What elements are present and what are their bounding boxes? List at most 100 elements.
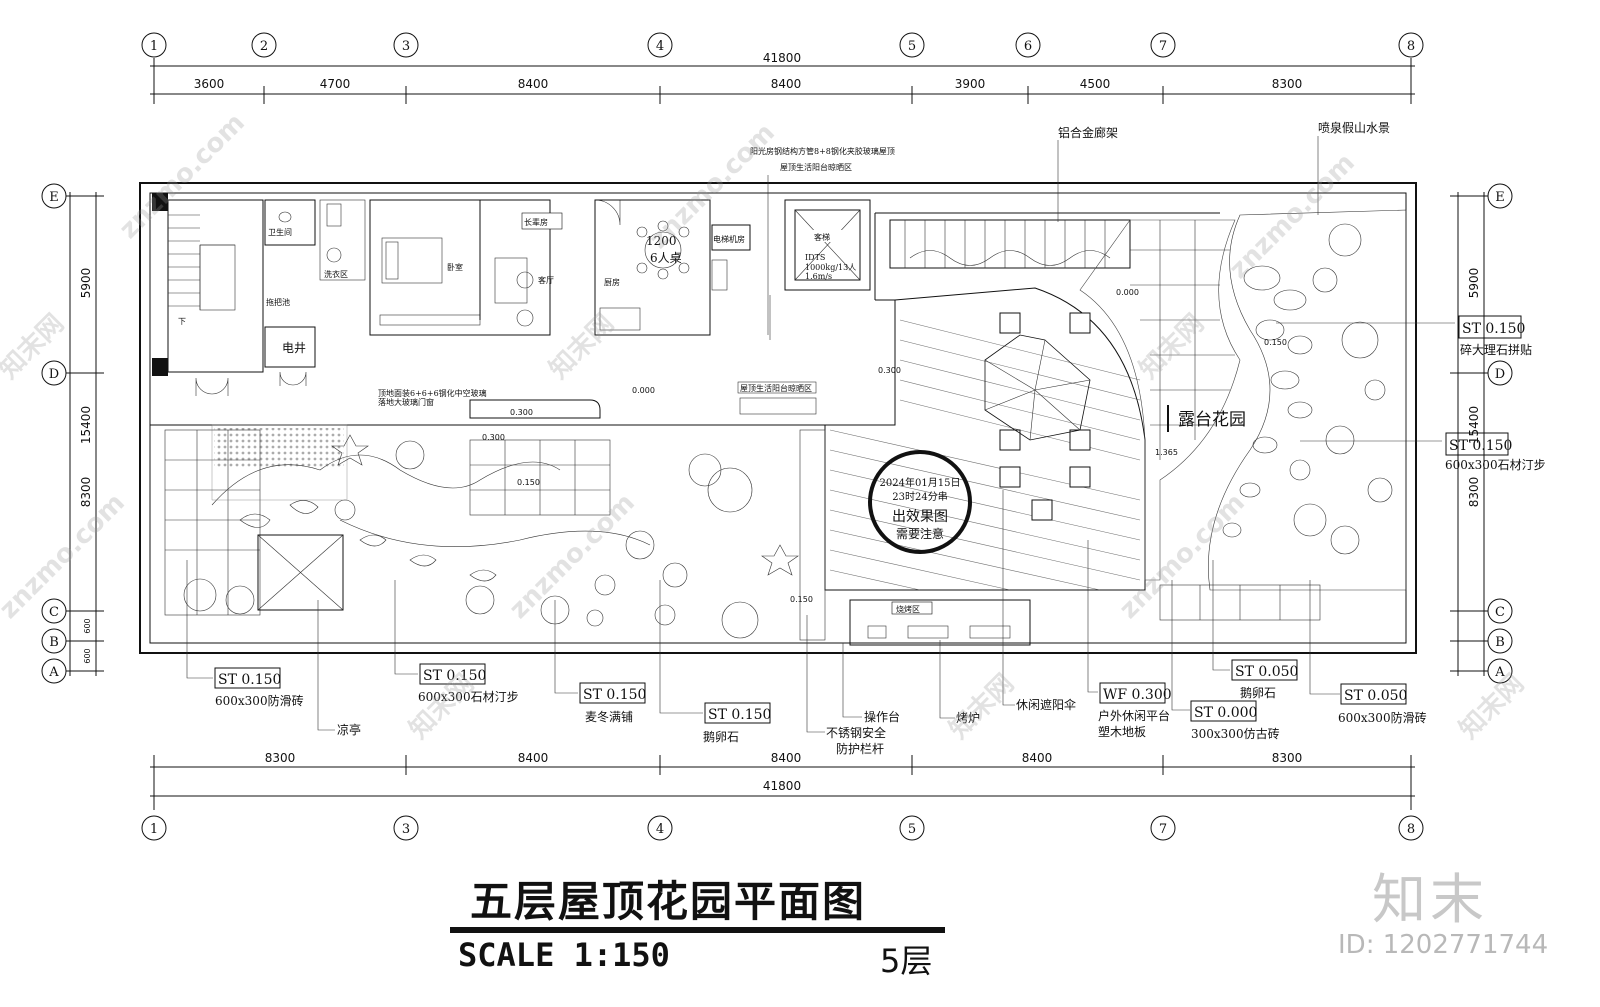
axis-bubble-top-5: 5 [899, 32, 925, 58]
callout-b1-code: ST 0.150 [218, 672, 281, 688]
svg-text:C: C [1495, 605, 1505, 620]
level-8: 0.150 [1264, 338, 1287, 347]
label-elevator-spec-1: IDTS [805, 253, 825, 262]
svg-text:5: 5 [908, 822, 916, 837]
callout-glass-1: 顶地面装6+6+6钢化中空玻璃 [378, 388, 487, 398]
axis-bubble-top-1: 1 [141, 32, 167, 58]
callout-stove: 烤炉 [956, 710, 980, 725]
callout-console: 操作台 [864, 709, 900, 724]
dim-right-1: 5900 [1467, 268, 1481, 299]
axis-bubble-right-C: C [1487, 598, 1513, 624]
svg-text:需要注意: 需要注意 [896, 526, 944, 541]
dim-top-seg-1: 3600 [194, 77, 225, 91]
callout-right-1-code: ST 0.150 [1462, 321, 1525, 337]
elevator-core: 客梯 IDTS 1000kg/13人 1.6m/s [784, 199, 871, 291]
dim-left-3: 8300 [79, 477, 93, 508]
callout-b3-code: ST 0.150 [583, 687, 646, 703]
callout-rail-2: 防护栏杆 [836, 741, 884, 756]
level-3: 0.300 [482, 433, 505, 442]
level-1: 0.000 [632, 386, 655, 395]
svg-text:知末网: 知末网 [944, 669, 1020, 745]
callout-pavilion: 凉亭 [337, 722, 361, 737]
callout-b3-desc: 麦冬满铺 [585, 709, 633, 724]
svg-text:4: 4 [656, 39, 664, 54]
level-markers: 0.000 0.300 0.300 0.150 0.000 0.300 0.15… [482, 288, 1287, 604]
callout-b4-desc: 鹅卵石 [703, 730, 739, 744]
callout-b4-code: ST 0.150 [708, 707, 771, 723]
label-machine-room: 电梯机房 [713, 234, 745, 244]
top-callouts: 阳光房钢结构方管8+8钢化夹胶玻璃屋顶 屋顶生活阳台晾晒区 铝合金廊架 喷泉假山… [378, 121, 1390, 415]
apartment-rooms: 卧室 客厅 长辈房 1200 6人桌 厨房 电梯机房 [369, 199, 771, 340]
label-bedroom: 卧室 [447, 262, 463, 272]
axis-bubble-top-8: 8 [1398, 32, 1424, 58]
svg-text:E: E [49, 190, 59, 205]
dim-right-3: 8300 [1467, 477, 1481, 508]
callout-b8-code: ST 0.050 [1344, 688, 1407, 704]
svg-text:7: 7 [1159, 39, 1167, 54]
callout-umbrella: 休闲遮阳伞 [1016, 697, 1076, 712]
svg-text:D: D [1495, 367, 1505, 382]
label-mop: 拖把池 [266, 297, 290, 307]
svg-text:1: 1 [150, 39, 158, 54]
svg-text:8: 8 [1407, 822, 1415, 837]
dim-left-4: 600 [83, 618, 92, 633]
level-deck: 1.365 [1155, 448, 1178, 457]
axis-bubble-left-B: B [41, 628, 67, 654]
callout-right-2-desc: 600x300石材汀步 [1445, 458, 1546, 472]
dim-bottom-seg-4: 8400 [1022, 751, 1053, 765]
svg-text:知末网: 知末网 [0, 309, 70, 385]
axis-bubble-top-2: 2 [251, 32, 277, 58]
callout-rail-1: 不锈钢安全 [826, 725, 886, 740]
axis-bubble-left-E: E [41, 183, 67, 209]
callout-b5-desc: 户外休闲平台 [1098, 708, 1170, 723]
svg-text:znzmo.com: znzmo.com [504, 488, 641, 625]
axis-bubble-left-A: A [41, 658, 67, 684]
dim-bottom-total: 41800 [763, 779, 801, 793]
svg-text:6: 6 [1024, 39, 1032, 54]
fountain-garden [1208, 209, 1407, 591]
dim-bottom-seg-2: 8400 [518, 751, 549, 765]
svg-text:7: 7 [1159, 822, 1167, 837]
callout-right-2-code: ST 0.150 [1449, 438, 1512, 454]
drawing-floor: 5层 [880, 942, 933, 980]
title-underline [450, 927, 945, 933]
axis-bubble-right-D: D [1487, 360, 1513, 386]
axis-bubble-top-6: 6 [1015, 32, 1041, 58]
wood-deck-platform: 1.365 [824, 287, 1178, 591]
callout-b5-desc-2: 塑木地板 [1098, 724, 1146, 739]
svg-text:A: A [48, 665, 59, 680]
callout-right-1-desc: 碎大理石拼贴 [1460, 342, 1532, 357]
plant-icon [1289, 223, 1393, 555]
callout-b5-code: WF 0.300 [1103, 687, 1172, 703]
dim-top-total: 41800 [763, 51, 801, 65]
dim-top-seg-3: 8400 [518, 77, 549, 91]
dim-left-1: 5900 [79, 268, 93, 299]
svg-text:出效果图: 出效果图 [892, 509, 948, 525]
svg-text:8: 8 [1407, 39, 1415, 54]
axis-bubble-right-E: E [1487, 183, 1513, 209]
axis-bubble-right-B: B [1487, 628, 1513, 654]
left-garden [164, 399, 799, 639]
svg-text:B: B [49, 635, 59, 650]
axis-bubble-left-C: C [41, 598, 67, 624]
callout-b2-code: ST 0.150 [423, 668, 486, 684]
svg-text:1: 1 [150, 822, 158, 837]
tile-paving [1079, 219, 1321, 621]
top-dimension-lines: 41800 3600 4700 8400 8400 3900 4500 8300 [150, 51, 1415, 104]
right-callouts: ST 0.150 碎大理石拼贴 ST 0.150 600x300石材汀步 [1276, 315, 1546, 472]
svg-text:2: 2 [260, 39, 268, 54]
label-living: 客厅 [538, 275, 554, 285]
label-study: 长辈房 [524, 217, 548, 227]
level-7: 0.150 [790, 595, 813, 604]
svg-text:露台花园: 露台花园 [1178, 410, 1246, 430]
svg-text:E: E [1495, 190, 1505, 205]
label-dining-dim: 1200 [646, 234, 677, 248]
label-dining: 6人桌 [650, 251, 682, 265]
svg-text:D: D [49, 367, 59, 382]
top-axis-bubbles: 1 2 3 4 5 6 7 8 [141, 32, 1424, 58]
axis-bubble-top-4: 4 [647, 32, 673, 58]
svg-text:2024年01月15日: 2024年01月15日 [880, 476, 961, 489]
dim-top-seg-5: 3900 [955, 77, 986, 91]
dim-bottom-seg-1: 8300 [265, 751, 296, 765]
